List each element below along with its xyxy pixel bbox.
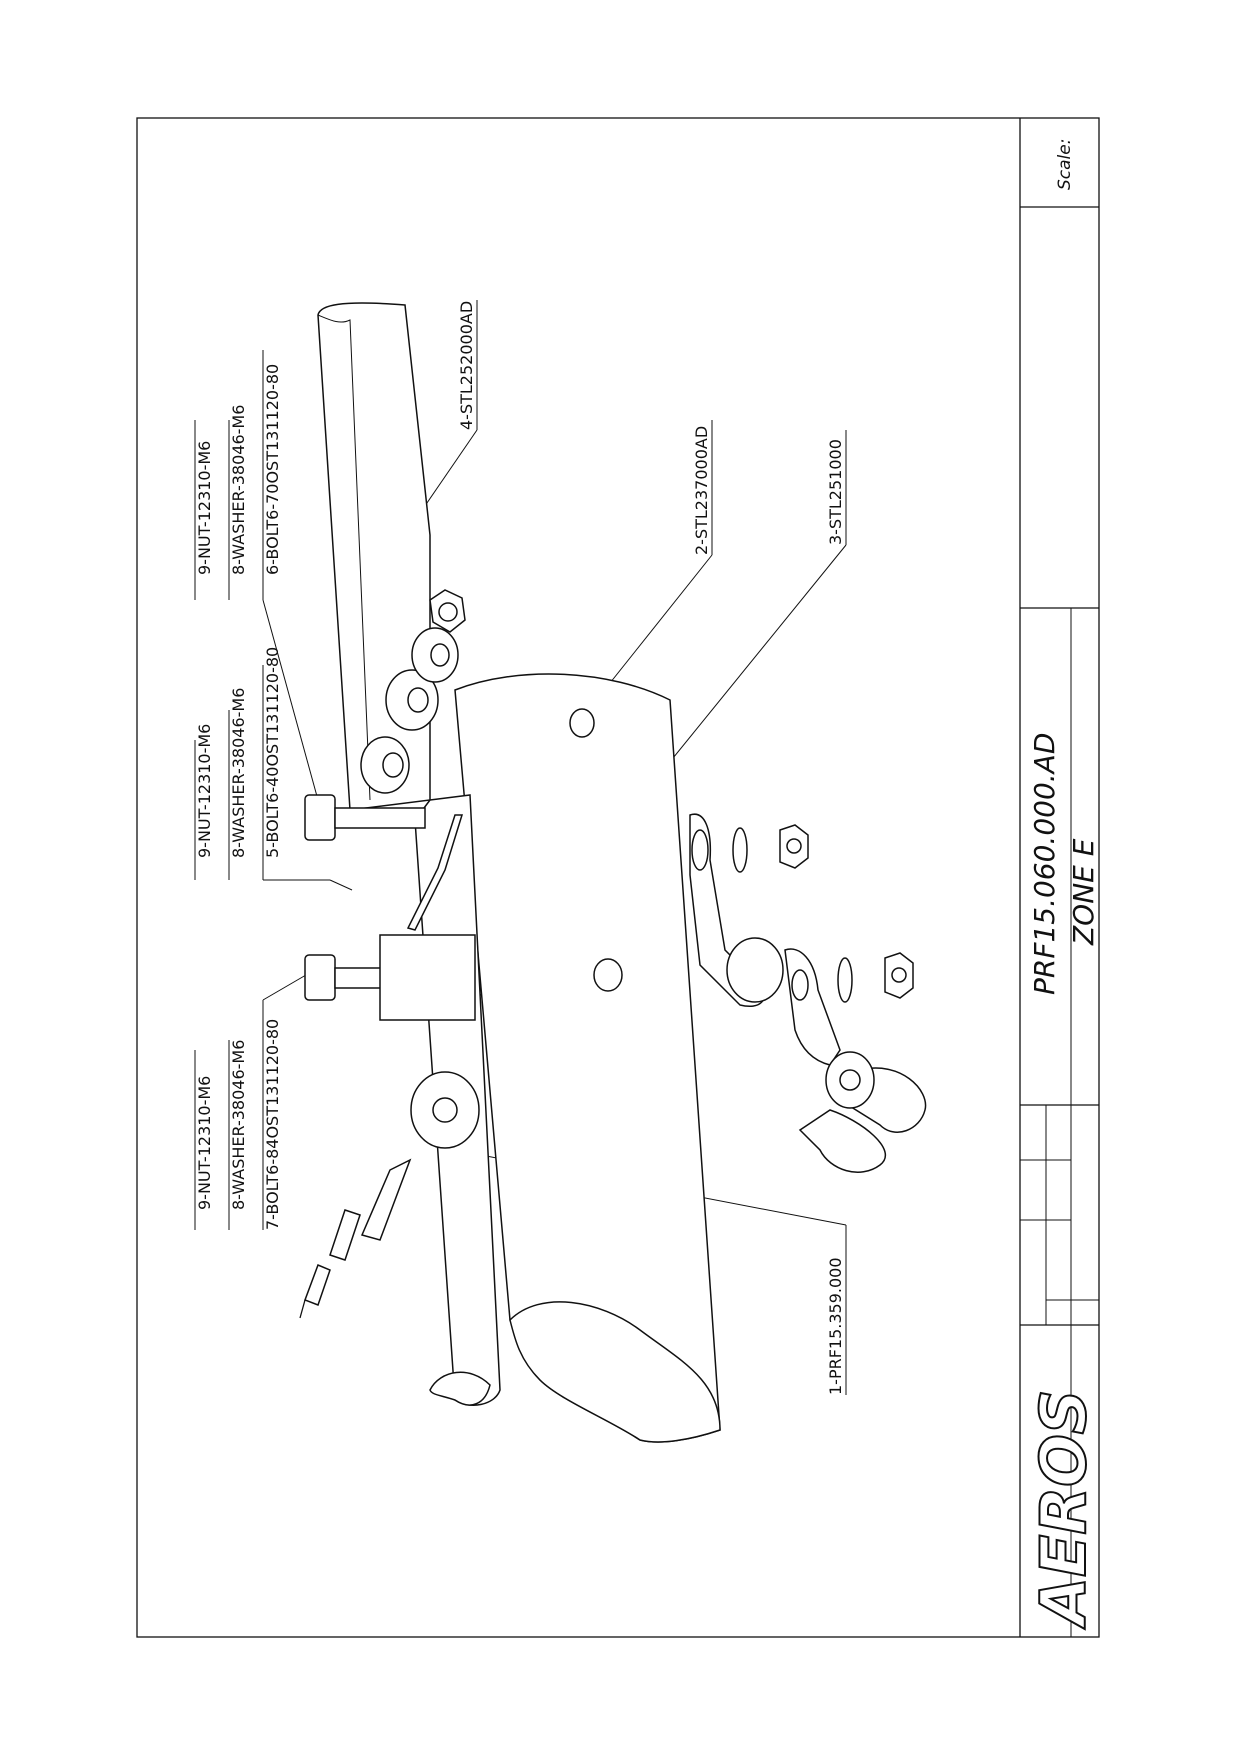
washer-mid bbox=[732, 827, 748, 873]
label-nut-a: 9-NUT-12310-M6 bbox=[195, 441, 214, 575]
drawing-number: PRF15.060.000.AD bbox=[1028, 733, 1061, 995]
label-group-a: 9-NUT-12310-M6 8-WASHER-38046-M6 6-BOLT6… bbox=[194, 350, 282, 600]
scale-label: Scale: bbox=[1055, 139, 1075, 190]
label-group-b: 9-NUT-12310-M6 8-WASHER-38046-M6 5-BOLT6… bbox=[194, 647, 282, 880]
lower-bracket bbox=[784, 948, 841, 1066]
label-group-c: 9-NUT-12310-M6 8-WASHER-38046-M6 7-BOLT6… bbox=[194, 1000, 282, 1230]
bolt-7-head bbox=[304, 954, 336, 1001]
label-nut-c: 9-NUT-12310-M6 bbox=[195, 1076, 214, 1210]
label-washer-a: 8-WASHER-38046-M6 bbox=[229, 405, 248, 575]
label-bolt-c: 7-BOLT6-84OST131120-80 bbox=[263, 1019, 282, 1230]
tube-hole-upper bbox=[569, 708, 595, 738]
sheet-border bbox=[136, 117, 1100, 1638]
tube-hole-lower bbox=[593, 958, 623, 992]
label-bolt-a: 6-BOLT6-70OST131120-80 bbox=[263, 364, 282, 575]
label-part-4: 4-STL252000AD bbox=[457, 301, 476, 430]
bracket-block bbox=[379, 934, 476, 1021]
label-part-1: 1-PRF15.359.000 bbox=[826, 1257, 845, 1395]
label-nut-b: 9-NUT-12310-M6 bbox=[195, 724, 214, 858]
label-washer-c: 8-WASHER-38046-M6 bbox=[229, 1040, 248, 1210]
bolt-5-head bbox=[304, 794, 336, 841]
label-washer-b: 8-WASHER-38046-M6 bbox=[229, 688, 248, 858]
assembly-illustration bbox=[299, 302, 927, 1443]
cable-sleeve bbox=[360, 1158, 412, 1241]
title-block: Scale: PRF15.060.000.AD ZONE E AEROS bbox=[1019, 118, 1101, 1637]
washer-lower bbox=[837, 957, 853, 1003]
label-part-3: 3-STL251000 bbox=[826, 439, 845, 545]
bent-rod-part-2 bbox=[406, 814, 464, 931]
zone-label: ZONE E bbox=[1067, 838, 1100, 946]
label-part-2: 2-STL237000AD bbox=[692, 426, 711, 555]
bolt-5-shank bbox=[334, 807, 426, 829]
label-bolt-b: 5-BOLT6-40OST131120-80 bbox=[263, 647, 282, 858]
aeros-logo: AEROS bbox=[1027, 1390, 1100, 1630]
strap-part-4 bbox=[317, 302, 431, 811]
